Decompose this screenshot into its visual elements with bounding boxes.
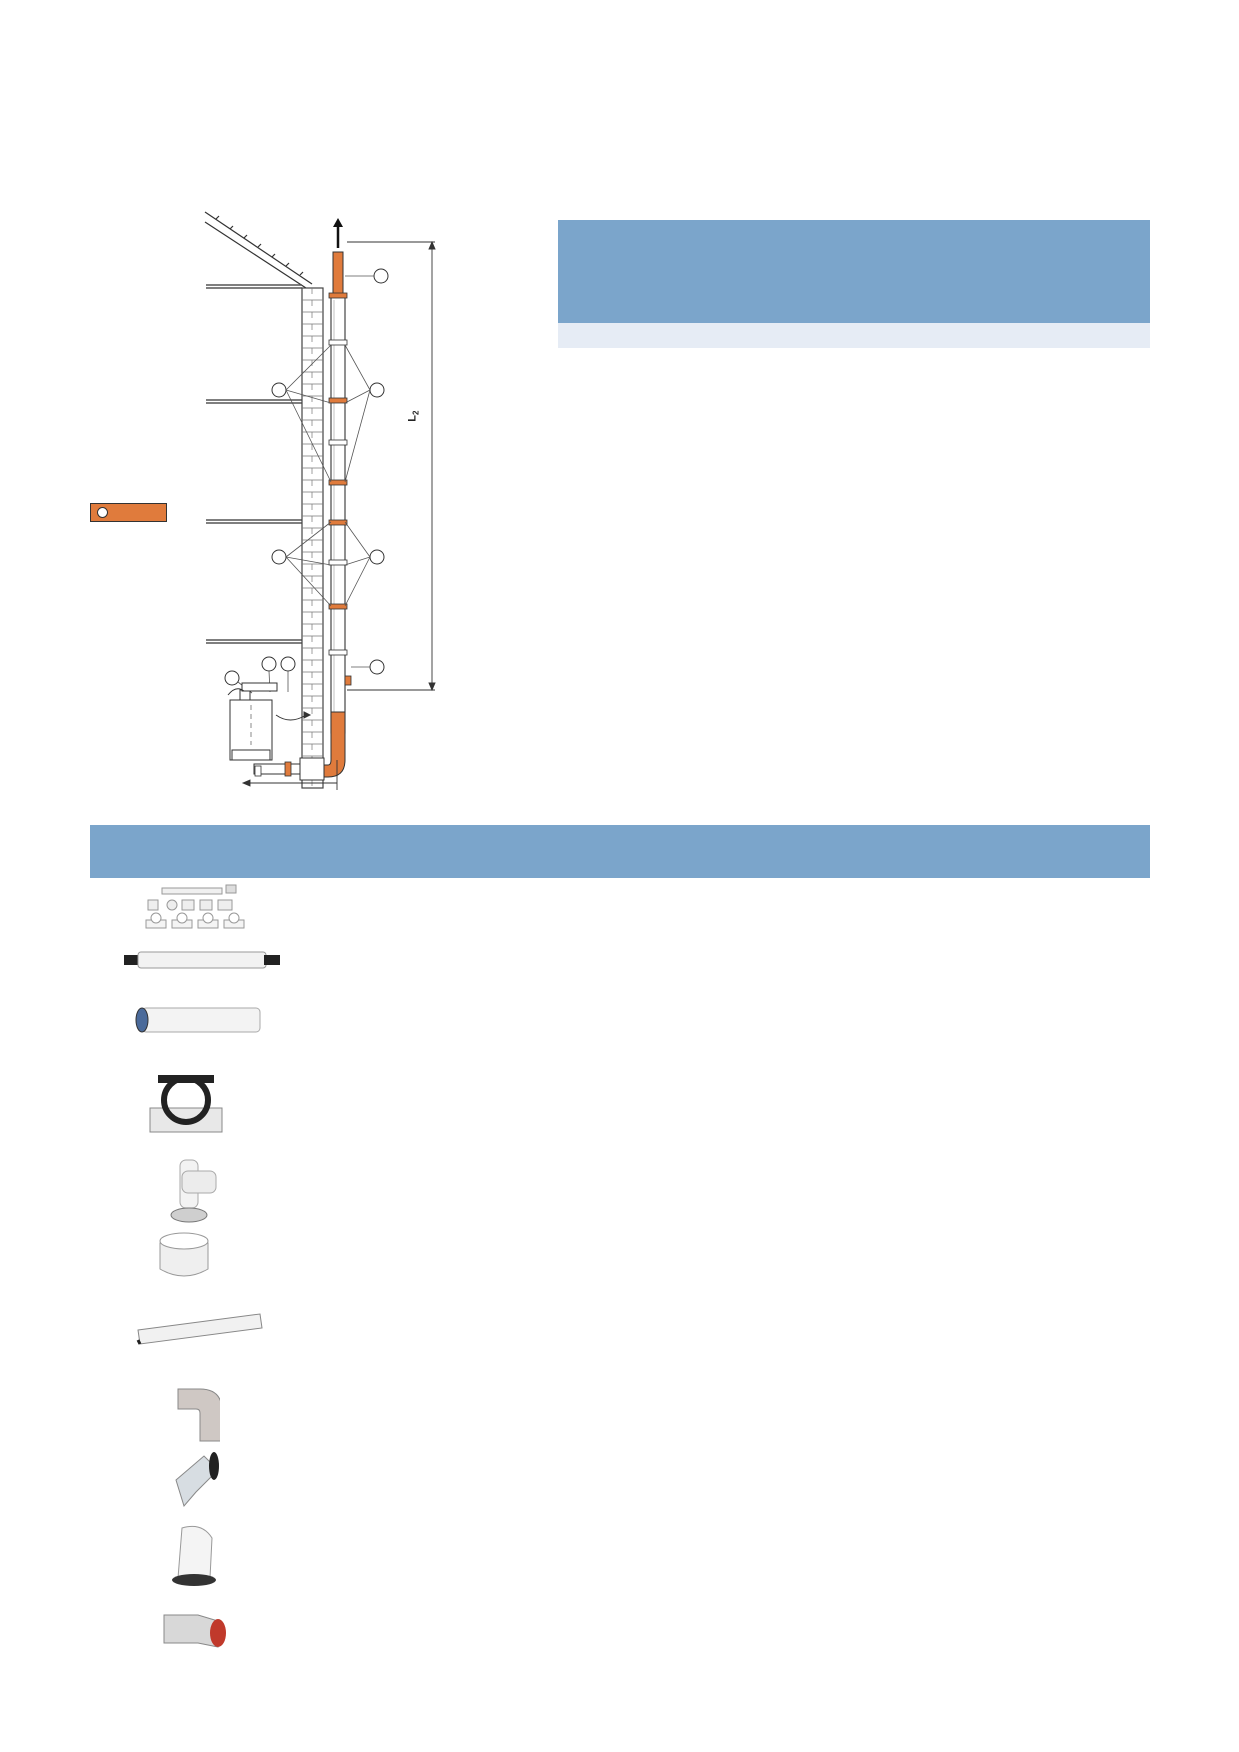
orange-legend-marker <box>90 503 167 522</box>
dimension-label: L2 <box>407 411 421 422</box>
dimension-letter: L <box>406 414 419 422</box>
dimension-l2 <box>347 240 436 692</box>
parts-list <box>120 880 320 1660</box>
subheader-band <box>558 323 1150 348</box>
legend-circle-icon <box>97 507 108 518</box>
bend-90-icon <box>120 1385 300 1445</box>
dimension-subscript: 2 <box>411 410 421 415</box>
floor-slabs <box>206 284 302 644</box>
vertical-flue-pipe <box>319 218 352 778</box>
extension-pipe-icon <box>120 948 300 972</box>
long-pipe-icon <box>120 1300 300 1350</box>
connection-kit-icon <box>120 880 300 940</box>
roof-icon <box>204 211 313 289</box>
flue-diagram-svg <box>204 211 436 790</box>
bend-15-icon <box>120 1595 300 1655</box>
wall-bracket-icon <box>120 1070 300 1140</box>
boiler-drawing <box>227 682 312 761</box>
inspection-tee-icon <box>120 1155 300 1225</box>
dimension-horizontal <box>241 760 338 790</box>
flue-pipe-icon <box>120 1000 300 1040</box>
bend-30-icon <box>120 1520 300 1590</box>
adapter-sleeve-icon <box>120 1225 300 1285</box>
bend-45-icon <box>120 1450 300 1510</box>
horizontal-connection <box>253 757 325 781</box>
flue-system-diagram: L2 <box>80 200 500 800</box>
components-section-header <box>90 825 1150 878</box>
leader-lines <box>237 275 374 694</box>
header-panel <box>558 220 1150 323</box>
